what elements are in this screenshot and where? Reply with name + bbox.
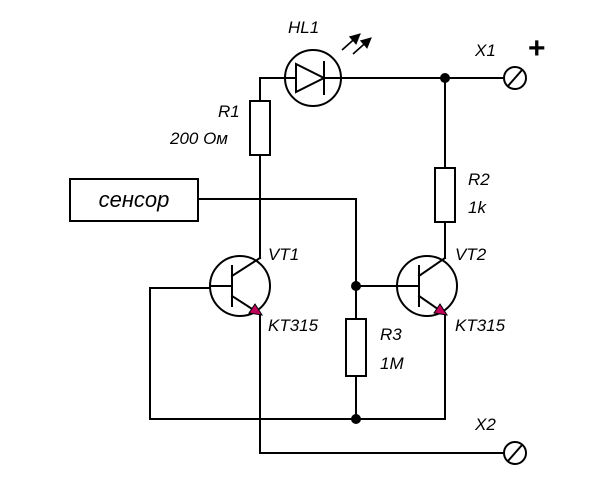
resistor-r2 <box>434 167 456 223</box>
wire-top-left <box>259 77 284 102</box>
label-r2-value: 1k <box>468 198 487 217</box>
label-vt1-name: VT1 <box>268 245 299 264</box>
resistor-r3 <box>345 318 367 377</box>
label-x2: X2 <box>474 415 496 434</box>
label-plus: + <box>528 32 546 65</box>
label-x1: X1 <box>474 41 496 60</box>
sensor-label: сенсор <box>99 187 170 212</box>
wires <box>149 77 510 454</box>
label-r1-name: R1 <box>218 102 240 121</box>
transistor-vt2 <box>396 255 458 317</box>
label-r2-name: R2 <box>468 170 490 189</box>
junction-base-node <box>351 281 361 291</box>
label-vt1-type: KT315 <box>268 316 319 335</box>
label-r3-name: R3 <box>380 325 402 344</box>
label-r3-value: 1M <box>380 354 404 373</box>
label-hl1: HL1 <box>288 18 319 37</box>
terminal-x2 <box>503 441 527 465</box>
terminal-x1 <box>503 66 527 90</box>
label-vt2-name: VT2 <box>455 245 487 264</box>
wire-vt1-emitter-x2 <box>259 313 510 454</box>
wire-sensor <box>197 198 357 320</box>
resistor-r1 <box>249 100 271 156</box>
junction-x1-node <box>440 73 450 83</box>
transistor-vt1 <box>209 255 271 317</box>
led-hl1 <box>284 33 372 107</box>
label-vt2-type: KT315 <box>455 316 506 335</box>
junction-bottom-node <box>351 414 361 424</box>
sensor-box: сенсор <box>69 178 199 222</box>
wire-vt1-base-loop <box>149 287 446 420</box>
label-r1-value: 200 Ом <box>169 129 228 148</box>
